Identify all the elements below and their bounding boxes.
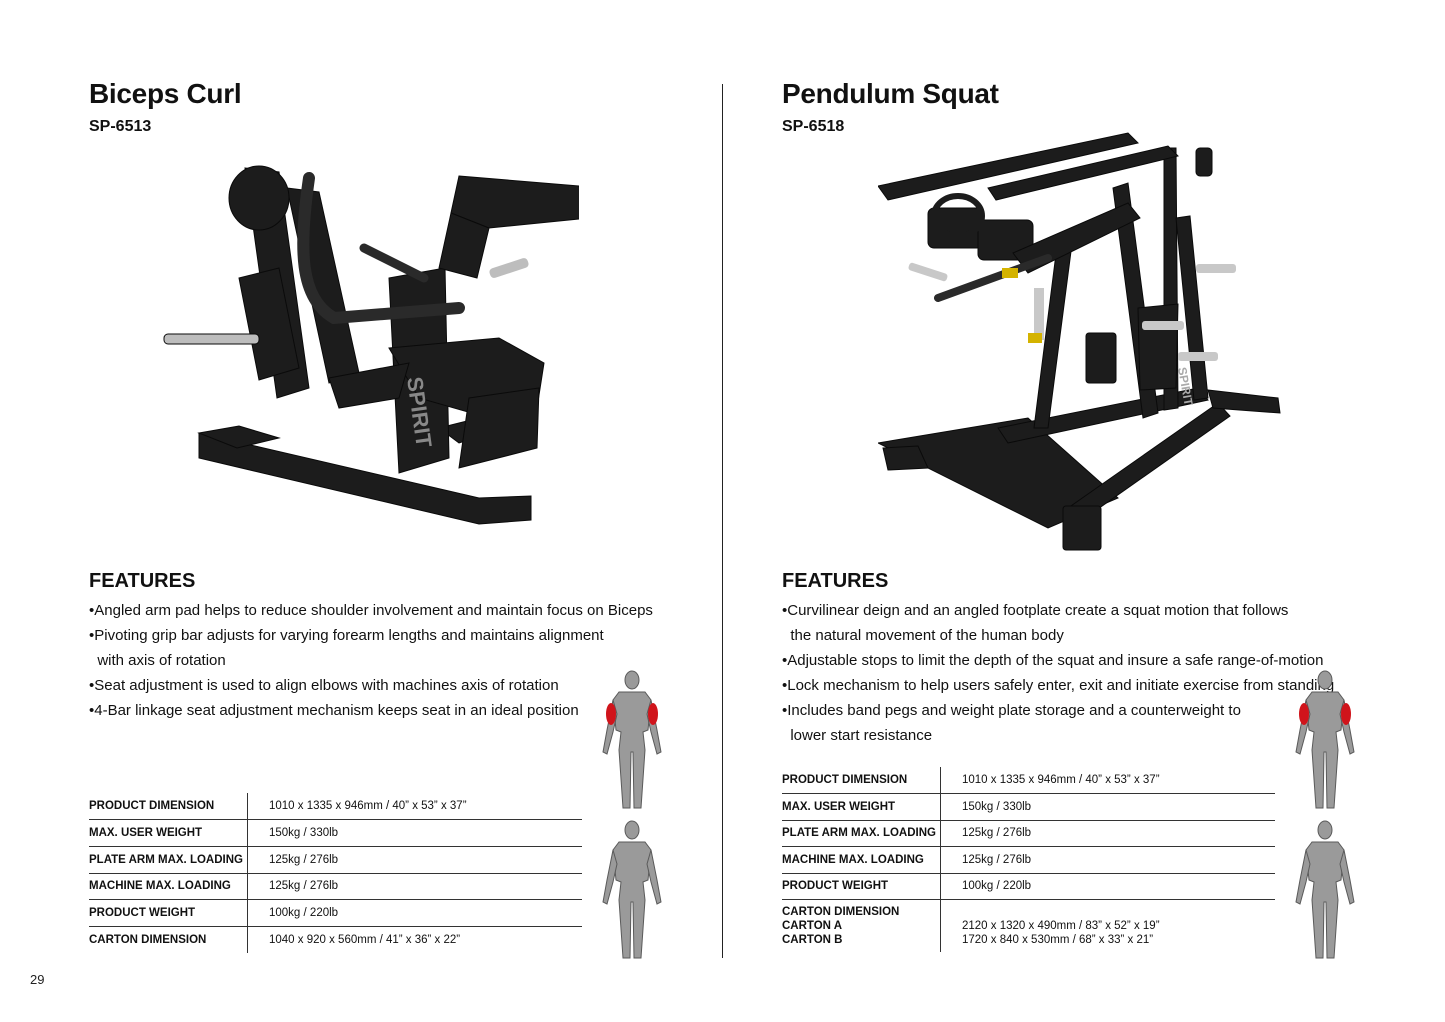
page-number: 29 [30,972,45,987]
spec-value: 100kg / 220lb [247,899,582,927]
carton-label: CARTON A [782,919,843,932]
feature-item: the natural movement of the human body [782,627,1064,644]
right-product: Pendulum Squat SP-6518 [782,0,1382,1022]
anatomy-back-icon [602,820,662,959]
features-heading: FEATURES [782,570,889,592]
anatomy-back-icon [1295,820,1355,959]
spec-label: MACHINE MAX. LOADING [782,846,941,874]
spec-label: MAX. USER WEIGHT [89,819,248,847]
spec-value: 125kg / 276lb [247,873,582,901]
spec-label: PRODUCT WEIGHT [89,899,248,927]
product-model: SP-6518 [782,118,845,135]
feature-item: •Curvilinear deign and an angled footpla… [782,602,1289,619]
spec-label: MAX. USER WEIGHT [782,793,941,821]
feature-item: •Angled arm pad helps to reduce shoulder… [89,602,653,619]
feature-item: •Adjustable stops to limit the depth of … [782,652,1324,669]
product-title: Pendulum Squat [782,78,999,109]
anatomy-front-icon [1295,670,1355,809]
product-model: SP-6513 [89,118,152,135]
feature-item: •Pivoting grip bar adjusts for varying f… [89,627,604,644]
spec-label: CARTON DIMENSION [89,926,248,954]
column-divider [722,84,723,958]
feature-item: lower start resistance [782,727,933,744]
product-title: Biceps Curl [89,78,242,109]
spec-value: 125kg / 276lb [940,820,1275,847]
pendulum-squat-machine-image: SPIRIT [878,132,1281,551]
carton-label: CARTON DIMENSION [782,905,900,918]
spec-value: 1010 x 1335 x 946mm / 40” x 53” x 37” [940,767,1275,794]
left-product: Biceps Curl SP-6513 [89,0,689,1022]
spec-value: 150kg / 330lb [247,819,582,847]
biceps-curl-machine-image: SPIRIT [163,165,579,525]
spec-value: 1040 x 920 x 560mm / 41” x 36” x 22” [269,934,461,947]
spec-value: 1010 x 1335 x 946mm / 40” x 53” x 37” [247,793,582,821]
anatomy-front-icon [602,670,662,809]
spec-label: PLATE ARM MAX. LOADING [89,846,248,874]
features-list: •Curvilinear deign and an angled footpla… [782,598,1334,748]
feature-item: •4-Bar linkage seat adjustment mechanism… [89,702,579,719]
brand-mark: SPIRIT [1175,366,1196,407]
carton-value: 1720 x 840 x 530mm / 68” x 33” x 21” [962,933,1154,946]
spec-value: 125kg / 276lb [940,846,1275,874]
spec-value: 100kg / 220lb [940,873,1275,900]
carton-value: 2120 x 1320 x 490mm / 83” x 52” x 19” [962,919,1160,932]
spec-row: CARTON DIMENSION 1040 x 920 x 560mm / 41”… [89,926,582,954]
spec-value: 2120 x 1320 x 490mm / 83” x 52” x 19”172… [941,900,1276,952]
features-list: •Angled arm pad helps to reduce shoulder… [89,598,653,723]
feature-item: with axis of rotation [89,652,226,669]
spec-value: 125kg / 276lb [247,846,582,874]
biceps-highlight [1299,703,1309,725]
spec-label: PRODUCT DIMENSION [89,793,248,821]
features-heading: FEATURES [89,570,196,592]
spec-label: PRODUCT WEIGHT [782,873,941,900]
feature-item: •Includes band pegs and weight plate sto… [782,702,1241,719]
feature-item: •Seat adjustment is used to align elbows… [89,677,559,694]
carton-label: CARTON B [782,933,843,946]
feature-item: •Lock mechanism to help users safely ent… [782,677,1335,694]
spec-label: PRODUCT DIMENSION [782,767,941,794]
spec-label: MACHINE MAX. LOADING [89,873,248,901]
spec-value: 150kg / 330lb [940,793,1275,821]
biceps-highlight [606,703,616,725]
spec-label: PLATE ARM MAX. LOADING [782,820,941,847]
